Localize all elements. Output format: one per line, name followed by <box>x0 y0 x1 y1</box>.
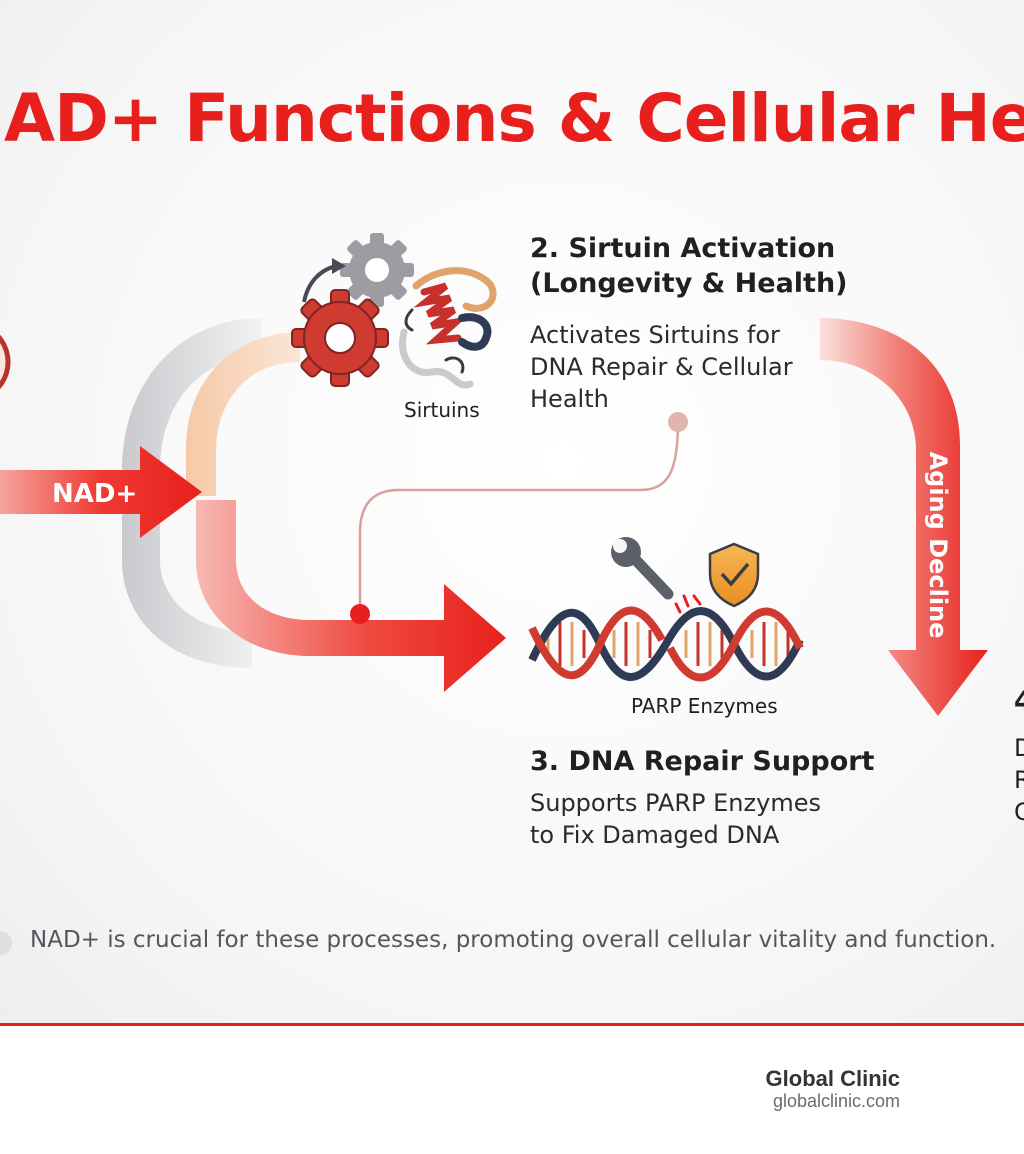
spark-lines <box>674 594 702 614</box>
step3-desc-line: to Fix Damaged DNA <box>530 821 780 849</box>
shield-check-icon <box>708 542 760 608</box>
sirtuins-icon-label: Sirtuins <box>404 398 480 422</box>
connector-line <box>358 421 680 612</box>
step4-number-partial: 4 <box>1014 686 1024 717</box>
nad-arrow-label: NAD+ <box>52 479 138 509</box>
gray-pathway-arc <box>122 318 262 668</box>
diagram-artwork <box>0 233 988 955</box>
step2-description: Activates Sirtuins for DNA Repair & Cell… <box>530 319 793 415</box>
brand-url: globalclinic.com <box>772 1091 900 1111</box>
step3-title: 3. DNA Repair Support <box>530 746 875 777</box>
dna-helix-icon <box>528 606 804 682</box>
step2-title-line: 2. Sirtuin Activation <box>530 233 836 264</box>
step3-description: Supports PARP Enzymes to Fix Damaged DNA <box>530 787 821 851</box>
page-title: AD+ Functions & Cellular Healt <box>4 80 1024 157</box>
parp-icon-label: PARP Enzymes <box>631 694 778 718</box>
gear-icon <box>340 233 414 307</box>
nad-input-arrow <box>0 446 202 538</box>
step2-desc-line: Health <box>530 385 609 413</box>
protein-structure-icon <box>399 267 497 389</box>
step4-text-partial: R <box>1014 766 1024 794</box>
rotate-arrow-icon <box>302 258 346 303</box>
step3-desc-line: Supports PARP Enzymes <box>530 789 821 817</box>
gear-icon <box>291 289 389 387</box>
dna-repair-arrow <box>196 500 506 692</box>
brand-name: Global Clinic <box>765 1066 900 1091</box>
footer-divider <box>0 1023 1024 1026</box>
step4-text-partial: D <box>1014 734 1024 762</box>
nad-molecule-partial-icon <box>0 334 11 390</box>
orange-pathway-arc <box>186 332 300 496</box>
connector-start-dot <box>668 412 688 432</box>
step2-desc-line: Activates Sirtuins for <box>530 321 780 349</box>
aging-decline-arrow <box>820 318 988 716</box>
footnote-text: NAD+ is crucial for these processes, pro… <box>30 927 997 953</box>
footnote-bullet <box>0 931 12 955</box>
aging-decline-label: Aging Decline <box>924 451 952 639</box>
connector-end-dot <box>350 604 370 624</box>
wrench-icon <box>611 537 674 600</box>
infographic-panel: AD+ Functions & Cellular Healt NAD+ 2. S… <box>0 0 1024 1024</box>
step2-desc-line: DNA Repair & Cellular <box>530 353 793 381</box>
step2-title: 2. Sirtuin Activation (Longevity & Healt… <box>530 231 848 301</box>
step2-title-line: (Longevity & Health) <box>530 268 848 299</box>
step4-text-partial: C <box>1014 798 1024 826</box>
